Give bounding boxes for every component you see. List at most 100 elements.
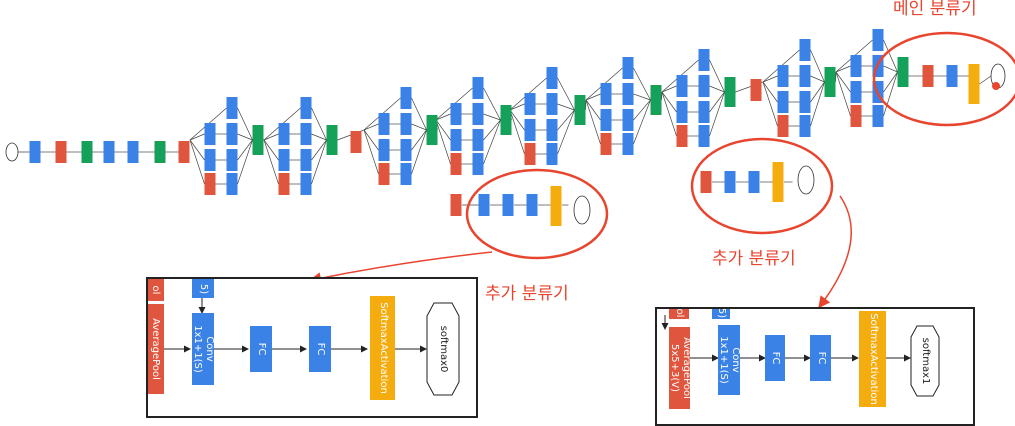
avgpool-node: AveragePool — [148, 304, 164, 394]
avgpool-node — [700, 171, 712, 193]
main-classifier-highlight — [872, 31, 1015, 127]
conv-node — [799, 115, 811, 137]
conv-node — [226, 149, 238, 171]
conv-node — [400, 139, 412, 161]
conv-node — [777, 91, 789, 113]
conv-node — [524, 119, 536, 141]
fc-node — [946, 65, 958, 87]
conv-node — [724, 171, 736, 193]
maxpool-node — [204, 173, 216, 195]
concat-node — [500, 105, 512, 135]
conv-node — [472, 103, 484, 125]
conv-node — [378, 113, 390, 135]
concat-node — [426, 115, 438, 145]
conv-node — [698, 75, 710, 97]
conv-node — [546, 93, 558, 115]
maxpool-node — [850, 105, 862, 127]
conv-node — [698, 49, 710, 71]
fc2-node: FC — [309, 326, 331, 372]
maxpool-node — [278, 173, 290, 195]
softmax0-mini-node — [573, 195, 591, 225]
zoom-2-edges — [661, 315, 911, 362]
maxpool-node — [777, 115, 789, 137]
pool-fragment-node: ol — [148, 279, 164, 301]
maxpool-node — [750, 79, 762, 101]
conv-node — [698, 125, 710, 147]
pool-node — [178, 141, 190, 163]
conv-node — [472, 129, 484, 151]
conv-node — [29, 141, 41, 163]
avgpool-node: AveragePool 5x5+3(V) — [669, 327, 692, 409]
arrow-to-zoom-1 — [309, 251, 493, 285]
conv-node — [478, 194, 490, 216]
softmax-activation-node: SoftmaxActivation — [370, 296, 395, 400]
conv-node — [472, 77, 484, 99]
conv-node — [622, 133, 634, 155]
concat-node — [81, 141, 93, 163]
softmax-activation-node — [772, 162, 784, 202]
conv-node — [226, 97, 238, 119]
main-classifier-label: 메인 분류기 — [893, 0, 977, 19]
input-node — [5, 142, 19, 162]
maxpool-node — [600, 133, 612, 155]
aux-classifier-2-label: 추가 분류기 — [712, 249, 796, 269]
conv-node — [546, 119, 558, 141]
conv-node — [622, 109, 634, 131]
aux-classifier-1-label: 추가 분류기 — [485, 284, 569, 304]
concat-node — [326, 125, 338, 155]
fc-node — [748, 171, 760, 193]
concat-node — [824, 67, 836, 97]
conv-node — [226, 173, 238, 195]
avgpool-node — [450, 194, 462, 216]
conv-node — [850, 81, 862, 103]
conv-node — [872, 29, 884, 51]
concat-node — [574, 95, 586, 125]
softmax0-node: softmax0 — [426, 302, 460, 396]
conv-node — [698, 101, 710, 123]
conv-node — [300, 173, 312, 195]
aux-classifier-1-highlight — [465, 168, 609, 260]
zoom-1-edges — [164, 298, 427, 353]
concat-node — [724, 77, 736, 107]
conv-node: Conv 1x1+1(S) — [192, 313, 215, 385]
maxpool-node — [450, 153, 462, 175]
conv-node — [204, 149, 216, 171]
aux-classifier-2-highlight — [690, 137, 834, 235]
avgpool-node — [922, 65, 934, 87]
softmax1-mini-node — [797, 165, 815, 195]
conv-node — [850, 55, 862, 77]
maxpool-node — [676, 125, 688, 147]
conv-node — [676, 75, 688, 97]
conv-node — [524, 93, 536, 115]
softmax-activation-node: SoftmaxActivation — [859, 311, 886, 407]
softmax1-node: softmax1 — [910, 325, 940, 397]
conv-node — [226, 123, 238, 145]
fc1-node: FC — [250, 326, 272, 372]
callout-arrows — [309, 195, 852, 309]
conv-node — [872, 105, 884, 127]
fc-node — [526, 194, 538, 216]
network-edges — [18, 39, 992, 206]
conv-node — [676, 101, 688, 123]
aux-classifier-2-zoom-panel: ol 5) AveragePool 5x5+3(V) Conv 1x1+1(S)… — [655, 307, 975, 426]
conv-node — [799, 65, 811, 87]
conv-node — [103, 141, 115, 163]
softmax-activation-node — [550, 186, 562, 226]
pointer-dot — [992, 82, 1000, 90]
conv-node — [400, 87, 412, 109]
conv-node — [300, 97, 312, 119]
conv-node — [127, 141, 139, 163]
pool-node — [55, 141, 67, 163]
conv-node — [204, 123, 216, 145]
conv-node — [777, 65, 789, 87]
conv-node — [799, 39, 811, 61]
arrow-to-zoom-2 — [818, 195, 852, 309]
conv-node — [600, 83, 612, 105]
pool-fragment-node: ol — [669, 309, 689, 319]
conv-fragment-node: 5) — [712, 309, 730, 319]
maxpool-node — [378, 163, 390, 185]
conv-node — [472, 153, 484, 175]
conv-node — [450, 129, 462, 151]
conv-node — [799, 91, 811, 113]
conv-node — [278, 123, 290, 145]
